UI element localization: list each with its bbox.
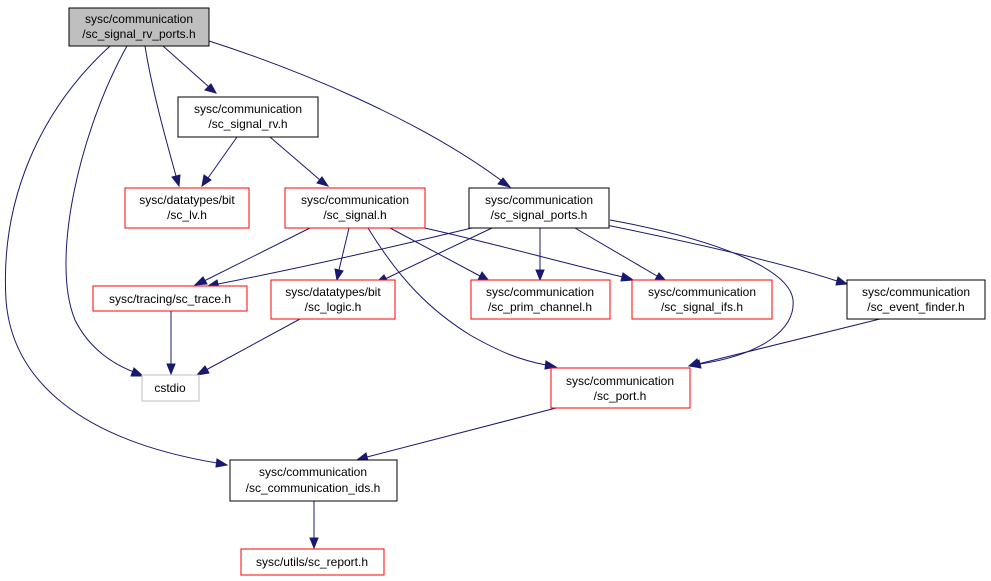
edge-sc-communication-ids-to-sc-report [309,501,319,550]
node-label-line2: /sc_signal_ifs.h [661,300,743,314]
edge-sc-signal-ports-to-sc-prim-channel [535,228,545,282]
node-root-sc-signal-rv-ports[interactable]: sysc/communication /sc_signal_rv_ports.h [68,7,210,47]
node-label-line1: sysc/communication [259,465,367,479]
node-sc-signal-ifs[interactable]: sysc/communication /sc_signal_ifs.h [631,279,773,320]
node-label-line2: /sc_signal_rv_ports.h [82,27,195,41]
edge-root-to-sc-lv [144,45,181,188]
edge-sc-signal-ports-to-sc-logic [374,227,493,284]
node-sc-logic[interactable]: sysc/datatypes/bit /sc_logic.h [270,279,396,320]
graph-edges [4,39,881,550]
node-label-line2: /sc_logic.h [305,300,362,314]
node-label-line1: sysc/communication [301,193,409,207]
node-sc-signal-rv[interactable]: sysc/communication /sc_signal_rv.h [177,96,319,138]
edge-root-to-sc-signal-rv [162,45,218,94]
node-cstdio[interactable]: cstdio [141,374,200,402]
node-sc-event-finder[interactable]: sysc/communication /sc_event_finder.h [846,279,986,320]
edge-sc-port-to-sc-communication-ids [355,407,557,462]
node-label-line2: /sc_signal_rv.h [208,117,287,131]
edge-sc-logic-to-cstdio [195,318,301,376]
node-label-line2: /sc_event_finder.h [867,300,964,314]
node-label-line1: sysc/communication [862,285,970,299]
node-label-line1: sysc/datatypes/bit [285,285,381,299]
edge-sc-signal-ports-to-sc-signal-ifs [574,227,668,282]
node-label-line1: sysc/communication [85,12,193,26]
edge-sc-signal-to-sc-logic [334,227,350,282]
node-label-line1: sysc/communication [566,374,674,388]
edge-root-to-sc-communication-ids [4,45,229,468]
node-label-line1: sysc/communication [485,193,593,207]
edge-sc-signal-ports-to-sc-event-finder [605,224,849,286]
node-label-line1: sysc/communication [648,285,756,299]
node-label-line2: /sc_signal_ports.h [491,208,588,222]
node-sc-trace[interactable]: sysc/tracing/sc_trace.h [92,285,248,312]
node-label-line2: /sc_communication_ids.h [246,481,381,495]
node-label-line1: sysc/tracing/sc_trace.h [109,292,231,306]
node-sc-port[interactable]: sysc/communication /sc_port.h [550,367,691,409]
node-label-line1: sysc/datatypes/bit [139,193,235,207]
edge-root-to-sc-signal-ports [205,39,512,188]
node-label-line2: /sc_signal.h [323,208,386,222]
node-label-line2: /sc_port.h [594,389,647,403]
edge-sc-signal-to-sc-signal-ifs [419,226,635,282]
edge-sc-trace-to-cstdio [166,311,176,376]
node-label-line1: sysc/communication [486,285,594,299]
node-sc-signal[interactable]: sysc/communication /sc_signal.h [284,187,426,229]
node-sc-prim-channel[interactable]: sysc/communication /sc_prim_channel.h [470,279,611,320]
node-label-line2: /sc_lv.h [167,208,207,222]
edge-sc-signal-rv-to-sc-lv [201,136,238,188]
node-label-line2: /sc_prim_channel.h [488,300,592,314]
node-sc-lv[interactable]: sysc/datatypes/bit /sc_lv.h [124,187,250,229]
node-sc-report[interactable]: sysc/utils/sc_report.h [240,548,385,576]
edge-root-to-cstdio [65,45,145,377]
node-label-line1: sysc/utils/sc_report.h [256,555,368,569]
node-label-line1: cstdio [154,381,186,395]
edge-sc-event-finder-to-sc-port [687,318,881,368]
node-sc-signal-ports[interactable]: sysc/communication /sc_signal_ports.h [468,187,610,229]
node-label-line1: sysc/communication [194,102,302,116]
edge-sc-signal-rv-to-sc-signal [269,136,330,187]
graph-nodes: sysc/communication /sc_signal_rv_ports.h… [68,7,986,576]
edge-sc-signal-to-sc-trace [193,227,311,286]
node-sc-communication-ids[interactable]: sysc/communication /sc_communication_ids… [229,459,398,502]
